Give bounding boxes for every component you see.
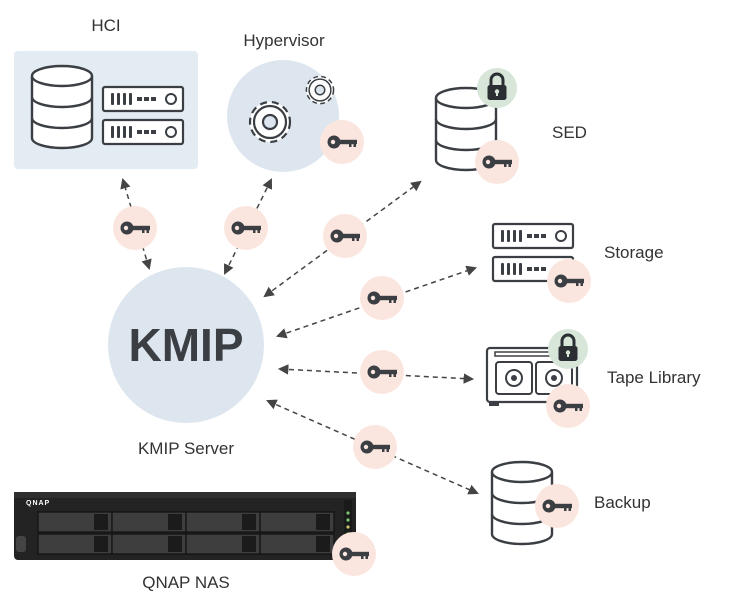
hypervisor-node: Hypervisor [227,31,364,172]
padlock-icon [475,66,519,110]
backup-node: Backup [490,460,651,546]
kmip-server-node: KMIP KMIP Server [108,267,264,458]
server-rack-icon [101,85,185,113]
padlock-icon [546,327,590,371]
qnap-nas-label: QNAP NAS [142,573,230,592]
connector-backup [266,399,479,495]
nas-device: QNAP [14,492,356,560]
tape-drive-icon [485,346,579,406]
server-rack-icon [101,118,185,146]
nas-brand-text: QNAP [26,500,50,507]
key-icon [475,140,519,184]
key-icon [535,484,579,528]
sed-label: SED [552,123,587,142]
key-icon [353,425,397,469]
gear-icon [248,100,292,144]
key-icon [323,214,367,258]
tape-library-node: Tape Library [485,327,701,428]
key-icon [113,206,157,250]
connector-storage [276,265,477,339]
hci-node: HCI [14,16,198,169]
key-icon [224,206,268,250]
server-rack-icon [491,222,575,250]
key-icon [332,532,376,576]
storage-label: Storage [604,243,664,262]
key-icon [360,350,404,394]
storage-node: Storage [491,222,664,303]
sed-node: SED [434,66,587,184]
gear-icon [305,75,335,105]
kmip-circle [108,267,264,423]
tape-library-label: Tape Library [607,368,701,387]
backup-label: Backup [594,493,651,512]
hypervisor-label: Hypervisor [243,31,325,50]
key-icon [360,276,404,320]
hci-label: HCI [91,16,120,35]
kmip-server-label: KMIP Server [138,439,234,458]
qnap-nas-node: QNAP QNAP NAS [14,492,376,592]
key-icon [546,384,590,428]
key-icon [547,259,591,303]
key-icon [320,120,364,164]
database-icon [30,64,94,150]
kmip-title: KMIP [129,319,244,371]
